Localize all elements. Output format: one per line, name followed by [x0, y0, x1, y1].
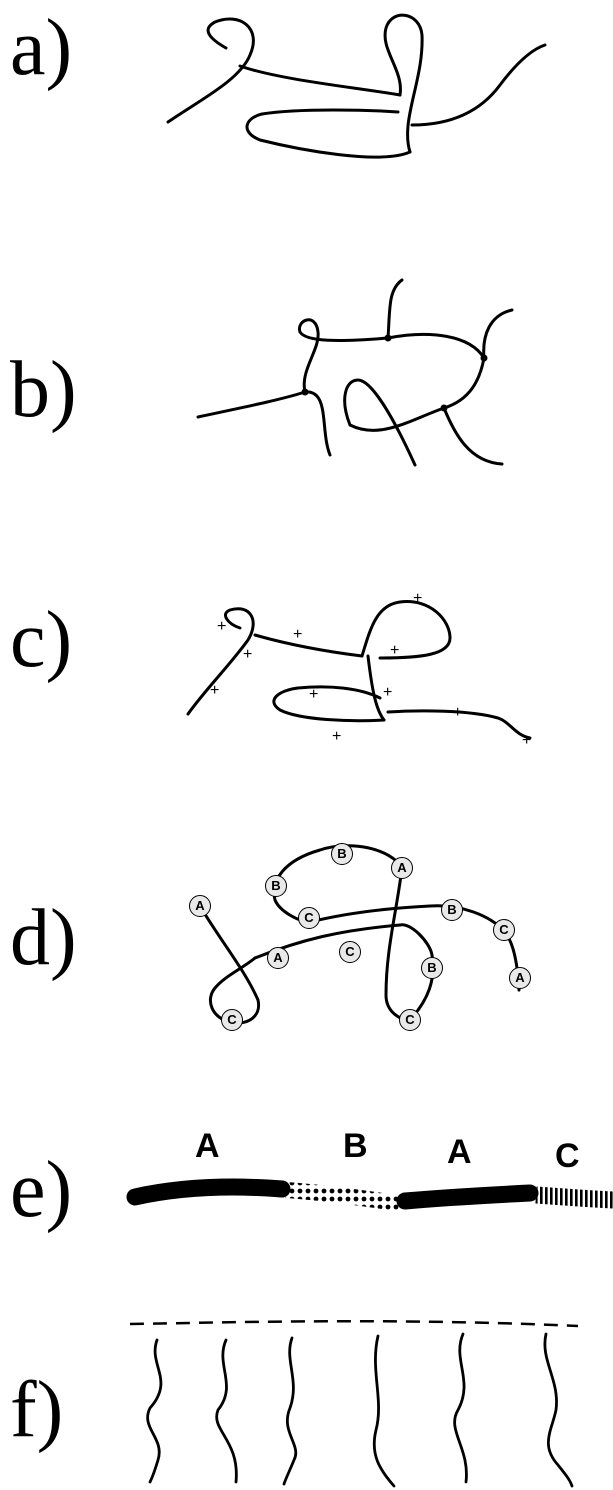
plus-marker: +: [217, 618, 227, 635]
block-label: C: [555, 1137, 580, 1175]
panel-e-label: e): [10, 1146, 73, 1234]
block-a2: [396, 1184, 539, 1210]
bead: C: [221, 1009, 243, 1031]
block-label: B: [343, 1127, 368, 1165]
bead: A: [189, 895, 211, 917]
plus-marker: +: [293, 626, 303, 643]
bead: B: [331, 843, 353, 865]
panel-f-label: f): [10, 1366, 64, 1454]
plus-marker: +: [522, 732, 532, 749]
plus-marker: +: [390, 642, 400, 659]
bead: C: [339, 941, 361, 963]
panel-e-block-copolymer: [126, 1178, 613, 1212]
bead: A: [391, 857, 413, 879]
bead: B: [441, 899, 463, 921]
bead: A: [509, 967, 531, 989]
panel-a-chain: [166, 13, 547, 159]
panel-a-label: a): [10, 4, 73, 92]
block-c: [535, 1186, 613, 1209]
bead: C: [298, 907, 320, 929]
plus-marker: +: [332, 728, 342, 745]
plus-marker: +: [413, 590, 423, 607]
bead: A: [267, 947, 289, 969]
panel-c-chain: [186, 600, 532, 740]
panel-b-label: b): [10, 346, 77, 434]
panel-f: f): [0, 1319, 613, 1490]
plus-marker: +: [309, 686, 319, 703]
plus-marker: +: [383, 684, 393, 701]
block-label: A: [447, 1133, 472, 1171]
block-label: A: [195, 1127, 220, 1165]
bead: B: [265, 875, 287, 897]
panel-c-label: c): [10, 596, 73, 684]
panel-b-network: [196, 278, 514, 467]
panel-e: e) A B A C: [0, 1115, 613, 1265]
plus-marker: +: [243, 646, 253, 663]
panel-b: b): [0, 240, 613, 480]
panel-f-brush: [129, 1319, 579, 1488]
bead: C: [493, 919, 515, 941]
plus-marker: +: [453, 704, 463, 721]
panel-d-chain: [198, 844, 521, 1025]
block-a1: [126, 1178, 291, 1206]
backbone: [129, 1319, 579, 1328]
panel-d-label: d): [10, 894, 77, 982]
panel-c: c) + + + + + + + + + + +: [0, 570, 613, 770]
block-b: [285, 1182, 404, 1212]
bead: B: [421, 957, 443, 979]
plus-marker: +: [210, 682, 220, 699]
bead: C: [399, 1009, 421, 1031]
panel-a: a): [0, 0, 613, 200]
